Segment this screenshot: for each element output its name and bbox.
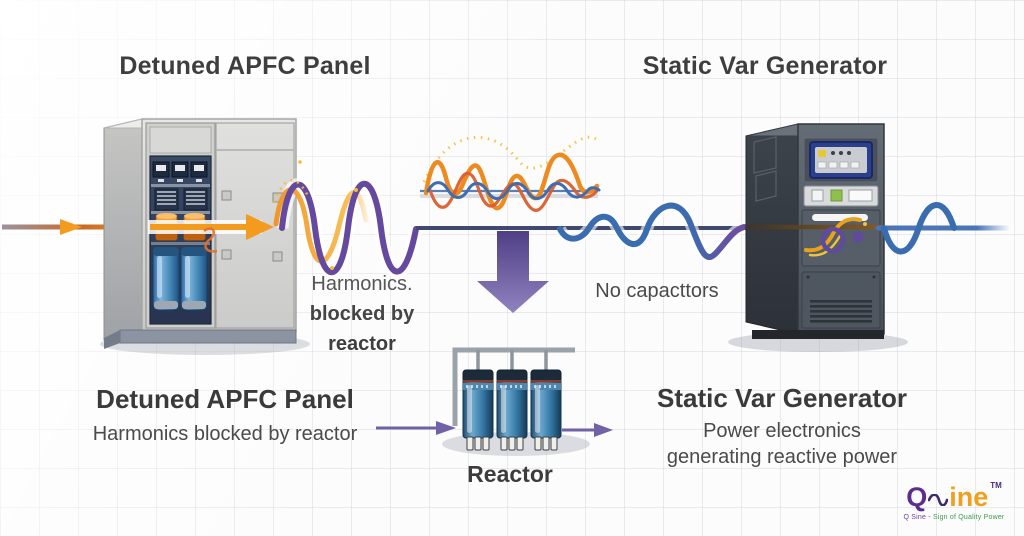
reactor-capacitors-illustration xyxy=(442,347,590,456)
harmonics-note-line3: reactor xyxy=(328,333,396,355)
logo-tagline-right: Sign of Quality Power xyxy=(932,514,1005,521)
logo-text-ine: ine xyxy=(949,482,989,512)
summary-right-sub-line2: generating reactive power xyxy=(666,446,898,468)
apfc-capacitors xyxy=(152,246,208,311)
svg-conversion-swirl xyxy=(746,217,882,257)
right-section-title: Static Var Generator xyxy=(642,52,888,80)
summary-left: Detuned APFC Panel Harmonics blocked by … xyxy=(70,384,380,448)
svg-display-panel xyxy=(803,137,879,183)
reactor-flow-arrows xyxy=(376,421,613,437)
reactor-label: Reactor xyxy=(467,461,553,487)
svg-cabinet-illustration xyxy=(728,123,908,352)
trademark-symbol: TM xyxy=(990,481,1002,490)
logo-letter-q: Q xyxy=(906,482,928,512)
summary-left-heading: Detuned APFC Panel xyxy=(96,384,354,414)
no-capacitors-note: No capacttors xyxy=(595,280,719,302)
down-arrow-icon xyxy=(477,231,549,313)
harmonic-distortion-cluster xyxy=(420,135,602,212)
harmonics-note-line1: Harmonics. xyxy=(311,273,413,295)
summary-left-subheading: Harmonics blocked by reactor xyxy=(92,423,358,445)
harmonics-blocked-note: Harmonics. blocked by reactor xyxy=(272,269,452,359)
apfc-heatsinks xyxy=(154,188,208,211)
harmonics-note-line2: blocked by xyxy=(309,303,415,325)
summary-right-heading: Static Var Generator xyxy=(657,383,907,413)
harmonic-wave-purple-orange xyxy=(272,160,423,279)
apfc-meters xyxy=(152,161,208,182)
left-section-title: Detuned APFC Panel xyxy=(119,52,371,80)
summary-right: Static Var Generator Power electronics g… xyxy=(624,383,940,470)
sine-wave-icon xyxy=(928,494,949,506)
logo-tagline: Q Sine - Sign of Quality Power xyxy=(898,514,1010,521)
logo-tagline-left: Q Sine - xyxy=(903,514,931,521)
clean-sine-wave xyxy=(875,202,1011,255)
summary-right-sub-line1: Power electronics xyxy=(703,420,861,442)
svg-vent-panel xyxy=(801,271,881,329)
svg-button-strip xyxy=(803,185,879,207)
brand-logo: Q ine TM Q Sine - Sign of Quality Power xyxy=(898,481,1010,522)
growing-sine-wave xyxy=(554,199,747,263)
through-panel-arrow xyxy=(148,214,274,253)
